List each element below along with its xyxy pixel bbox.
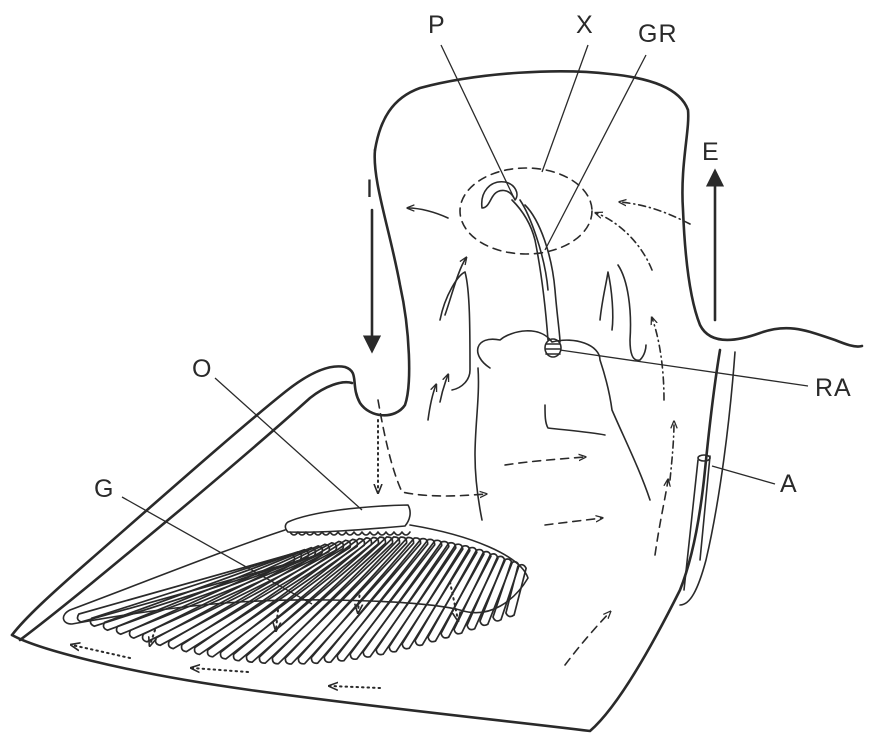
flow-dotted-bottom-1 [72, 645, 130, 658]
flow-arrow-left-flap [445, 258, 466, 315]
label-X: X [576, 11, 594, 39]
right-inner-flap [600, 272, 613, 330]
left-flap [440, 272, 470, 390]
central-mass [478, 331, 650, 500]
papilla-hook [482, 182, 517, 208]
flow-dashed-lower [545, 518, 602, 525]
label-G: G [94, 475, 114, 503]
flow-dashdot-right [652, 318, 664, 400]
base-outline [12, 350, 720, 731]
leader-G [122, 497, 312, 604]
leader-P [441, 45, 514, 198]
flow-dashed-mid [505, 457, 585, 465]
leader-RA [560, 350, 808, 386]
gill-basket-outline [63, 525, 528, 624]
flow-dashdot-top [620, 202, 690, 224]
flow-arrow-left-low [440, 375, 448, 402]
leader-GR [545, 55, 646, 250]
left-mass-edge [475, 368, 482, 520]
flow-dashdot-mid [596, 213, 652, 270]
label-RA: RA [815, 374, 852, 402]
label-P: P [428, 11, 446, 39]
label-A: A [780, 470, 798, 498]
atrial-aperture-line [684, 460, 698, 590]
mass-crease [545, 405, 605, 435]
rostral-apparatus-stripes [546, 344, 560, 354]
label-O: O [192, 355, 212, 383]
flow-dotted-bottom-3 [330, 686, 380, 688]
label-E: E [702, 138, 720, 166]
flow-dashdot-lower [670, 422, 674, 480]
flow-dashed-bottom [565, 612, 610, 665]
leader-O [215, 378, 362, 510]
flow-dashed-right [655, 480, 668, 555]
right-flap [618, 265, 646, 360]
gill-slit [389, 544, 463, 652]
flow-arrow-left-lower [428, 385, 436, 420]
label-I: I [366, 175, 374, 203]
label-GR: GR [638, 20, 678, 48]
atrial-opening [698, 455, 710, 461]
leader-X [542, 45, 588, 172]
flow-arrow-left-top [408, 208, 448, 218]
flow-dotted-bottom-2 [192, 668, 248, 672]
groove-stem-2 [520, 200, 548, 290]
oral-ring [285, 505, 410, 532]
